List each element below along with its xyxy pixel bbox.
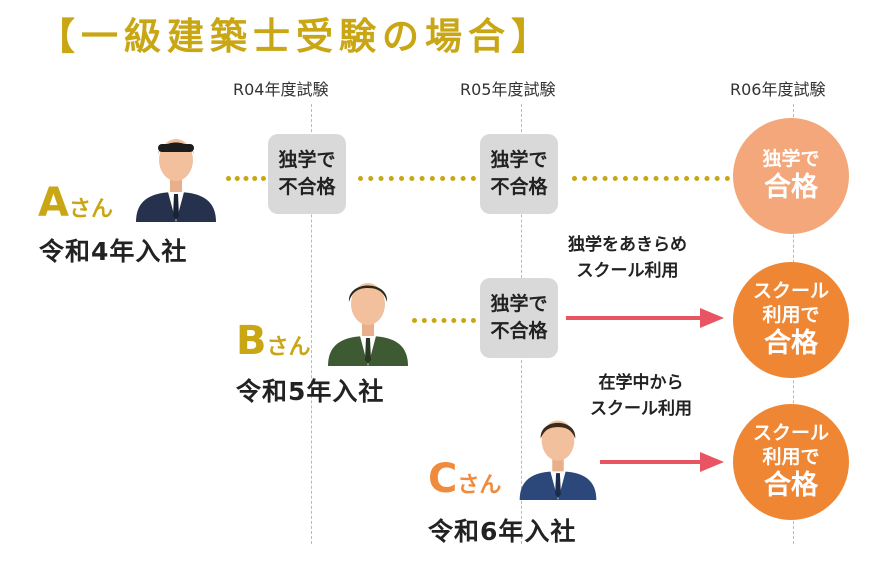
- row-a-dots-3: [572, 176, 730, 181]
- row-a-fail-r04: 独学で 不合格: [268, 134, 346, 214]
- row-a-pass-circle: 独学で 合格: [733, 118, 849, 234]
- pass-line1: スクール: [752, 280, 829, 302]
- exam-header-r06: R06年度試験: [730, 80, 826, 99]
- exam-header-r04: R04年度試験: [233, 80, 329, 99]
- page-title: 【一級建築士受験の場合】: [38, 15, 554, 58]
- note-c-line1: 在学中から: [598, 373, 684, 393]
- pass-big: 合格: [764, 470, 818, 501]
- exam-header-r05: R05年度試験: [460, 80, 556, 99]
- note-b-line2: スクール利用: [576, 261, 679, 281]
- fail-line2: 不合格: [490, 176, 548, 198]
- pass-line1: 独学で: [762, 148, 820, 170]
- person-b-icon: [328, 283, 408, 366]
- person-b-name: Bさん: [236, 318, 311, 364]
- note-c: 在学中から スクール利用: [590, 370, 692, 422]
- fail-line1: 独学で: [490, 293, 548, 315]
- person-a-letter: A: [38, 180, 69, 226]
- person-a-name: Aさん: [38, 180, 113, 226]
- note-c-line2: スクール利用: [590, 399, 692, 419]
- row-b-dots: [412, 318, 476, 323]
- fail-line2: 不合格: [278, 176, 336, 198]
- person-b-hire: 令和5年入社: [236, 377, 385, 406]
- pass-big: 合格: [764, 172, 818, 203]
- person-c-hire: 令和6年入社: [428, 517, 577, 546]
- row-a-dots-1: [226, 176, 266, 181]
- row-c-arrow: [600, 452, 724, 472]
- row-a-dots-2: [358, 176, 476, 181]
- person-c-name: Cさん: [428, 456, 501, 502]
- fail-line2: 不合格: [490, 320, 548, 342]
- row-c-pass-circle: スクール 利用で 合格: [733, 404, 849, 520]
- pass-big: 合格: [764, 328, 818, 359]
- fail-line1: 独学で: [278, 149, 336, 171]
- person-c-suffix: さん: [457, 473, 502, 498]
- person-a-suffix: さん: [68, 197, 113, 222]
- pass-line2: 利用で: [762, 304, 820, 326]
- pass-line2: 利用で: [762, 446, 820, 468]
- row-a-fail-r05: 独学で 不合格: [480, 134, 558, 214]
- timeline-r04: [311, 104, 312, 544]
- row-b-arrow: [566, 308, 724, 328]
- person-c-icon: [519, 420, 597, 500]
- pass-line1: スクール: [752, 422, 829, 444]
- row-b-pass-circle: スクール 利用で 合格: [733, 262, 849, 378]
- person-b-letter: B: [236, 318, 267, 364]
- row-b-fail-r05: 独学で 不合格: [480, 278, 558, 358]
- fail-line1: 独学で: [490, 149, 548, 171]
- person-c-letter: C: [428, 456, 458, 502]
- note-b-line1: 独学をあきらめ: [568, 235, 687, 255]
- person-a-hire: 令和4年入社: [39, 237, 188, 266]
- person-b-suffix: さん: [266, 335, 311, 360]
- note-b: 独学をあきらめ スクール利用: [568, 232, 687, 284]
- person-a-icon: [136, 139, 216, 222]
